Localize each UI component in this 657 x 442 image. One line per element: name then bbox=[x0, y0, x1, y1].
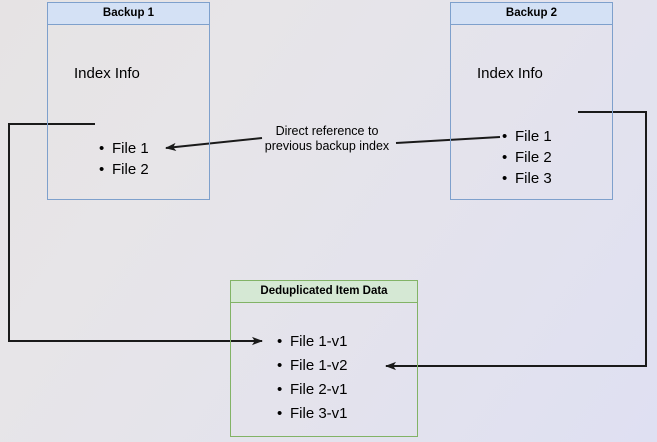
backup-2-header: Backup 2 bbox=[451, 3, 612, 25]
list-item: File 3-v1 bbox=[277, 402, 348, 426]
backup-2-body: Index Info File 1 File 2 File 3 bbox=[451, 25, 612, 199]
backup-1-header: Backup 1 bbox=[48, 3, 209, 25]
deduplicated-item-data-box[interactable]: Deduplicated Item Data File 1-v1 File 1-… bbox=[230, 280, 418, 437]
deduplicated-file-list: File 1-v1 File 1-v2 File 2-v1 File 3-v1 bbox=[277, 330, 348, 426]
list-item: File 2-v1 bbox=[277, 378, 348, 402]
backup-2-file-list: File 1 File 2 File 3 bbox=[502, 126, 552, 189]
list-item: File 1-v2 bbox=[277, 354, 348, 378]
backup-1-file-list: File 1 File 2 bbox=[99, 138, 149, 180]
list-item: File 3 bbox=[502, 168, 552, 189]
list-item: File 2 bbox=[99, 159, 149, 180]
backup-1-index-info-label: Index Info bbox=[74, 65, 140, 82]
backup-1-box[interactable]: Backup 1 Index Info File 1 File 2 bbox=[47, 2, 210, 200]
deduplicated-item-data-body: File 1-v1 File 1-v2 File 2-v1 File 3-v1 bbox=[231, 303, 417, 436]
direct-reference-label: Direct reference to previous backup inde… bbox=[264, 124, 390, 153]
list-item: File 1-v1 bbox=[277, 330, 348, 354]
list-item: File 1 bbox=[502, 126, 552, 147]
list-item: File 1 bbox=[99, 138, 149, 159]
backup-1-body: Index Info File 1 File 2 bbox=[48, 25, 209, 199]
backup-2-index-info-label: Index Info bbox=[477, 65, 543, 82]
list-item: File 2 bbox=[502, 147, 552, 168]
backup-2-box[interactable]: Backup 2 Index Info File 1 File 2 File 3 bbox=[450, 2, 613, 200]
deduplicated-item-data-header: Deduplicated Item Data bbox=[231, 281, 417, 303]
